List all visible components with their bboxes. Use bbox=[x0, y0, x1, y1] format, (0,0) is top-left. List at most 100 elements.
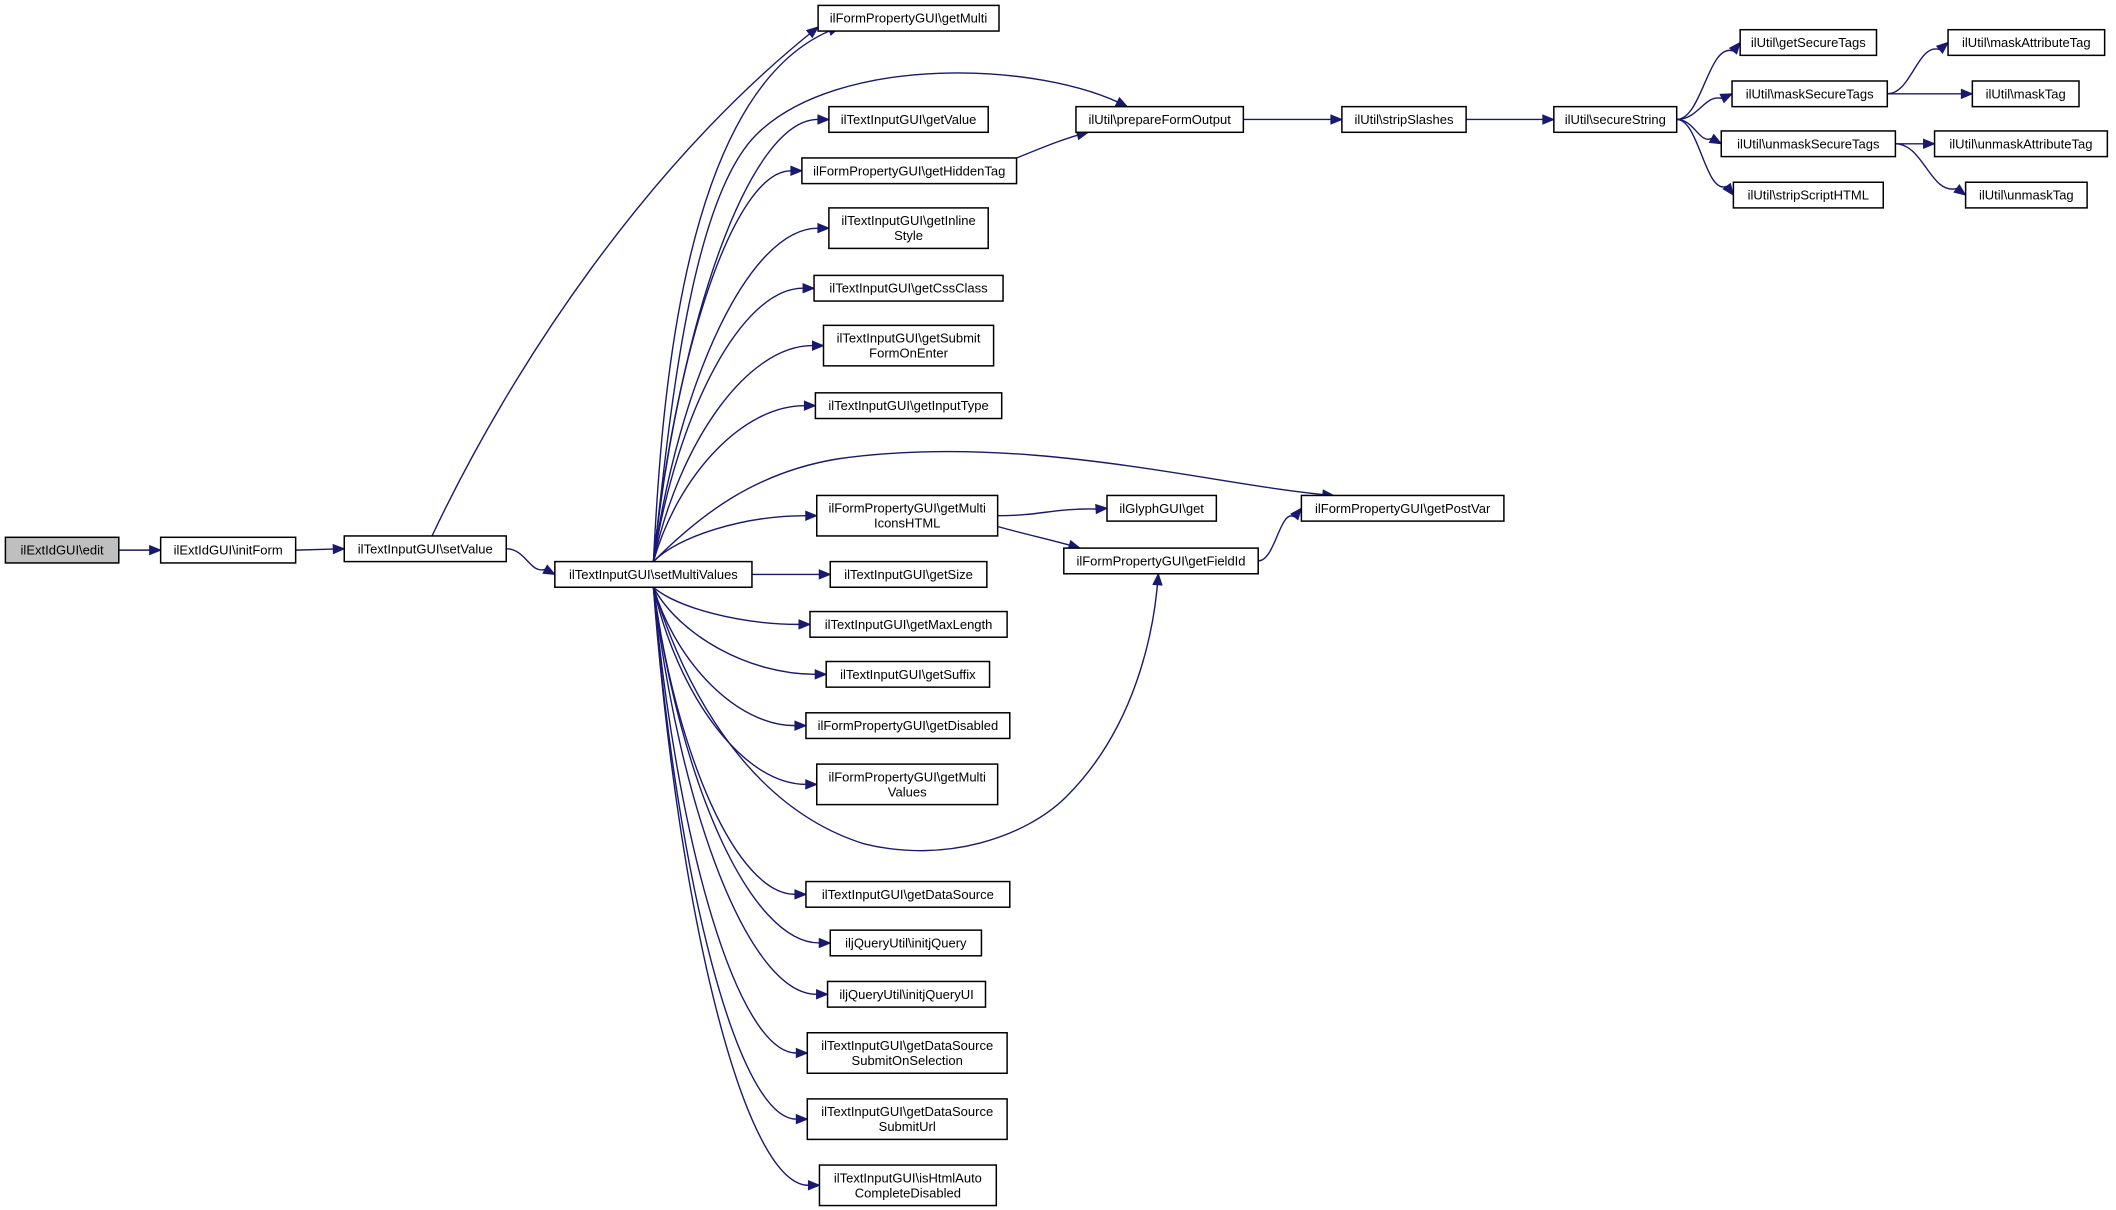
edge-line bbox=[1258, 515, 1295, 562]
node-box bbox=[1720, 130, 1897, 158]
node-label: ilTextInputGUI\getValue bbox=[841, 112, 977, 127]
edge-line bbox=[652, 227, 818, 562]
node-unmaskAttributeTag[interactable]: ilUtil\unmaskAttributeTag bbox=[1933, 130, 2109, 158]
node-unmaskSecureTags[interactable]: ilUtil\unmaskSecureTags bbox=[1720, 130, 1897, 158]
node-initjQueryUI[interactable]: iljQueryUtil\initjQueryUI bbox=[826, 980, 987, 1008]
node-getMaxLength[interactable]: ilTextInputGUI\getMaxLength bbox=[809, 610, 1008, 638]
edge-arrowhead bbox=[807, 1180, 821, 1191]
node-initjQuery[interactable]: iljQueryUtil\initjQuery bbox=[829, 929, 983, 957]
node-label: ilTextInputGUI\getCssClass bbox=[829, 281, 988, 296]
edge-arrowhead bbox=[795, 1047, 809, 1059]
node-getSize[interactable]: ilTextInputGUI\getSize bbox=[829, 560, 988, 588]
edge-setMultiValues-to-prepareFormOutput bbox=[652, 72, 1129, 562]
edge-line bbox=[652, 515, 806, 563]
node-getCssClass[interactable]: ilTextInputGUI\getCssClass bbox=[813, 274, 1004, 302]
edge-arrowhead bbox=[798, 619, 812, 630]
node-label: ilUtil\prepareFormOutput bbox=[1088, 112, 1231, 127]
node-label: SubmitOnSelection bbox=[852, 1053, 963, 1068]
node-setMultiValues[interactable]: ilTextInputGUI\setMultiValues bbox=[554, 560, 753, 588]
edge-setMultiValues-to-initjQueryUI bbox=[652, 587, 829, 1000]
node-glyphGet[interactable]: ilGlyphGUI\get bbox=[1106, 494, 1218, 522]
node-label: ilTextInputGUI\getMaxLength bbox=[825, 617, 993, 632]
node-isHtmlAutoCompleteDisabled[interactable]: ilTextInputGUI\isHtmlAutoCompleteDisable… bbox=[818, 1164, 998, 1207]
node-maskAttributeTag[interactable]: ilUtil\maskAttributeTag bbox=[1947, 28, 2106, 57]
edge-line bbox=[652, 72, 1128, 562]
node-label: ilTextInputGUI\isHtmlAuto bbox=[834, 1170, 982, 1185]
edge-arrowhead bbox=[818, 569, 832, 580]
node-getMulti[interactable]: ilFormPropertyGUI\getMulti bbox=[817, 4, 1000, 32]
edge-getHiddenTag-to-prepareFormOutput bbox=[1016, 130, 1090, 159]
edge-arrowhead bbox=[332, 543, 346, 555]
node-box bbox=[1341, 105, 1467, 134]
node-initForm[interactable]: ilExtIdGUI\initForm bbox=[159, 536, 297, 564]
edge-line bbox=[652, 587, 809, 1186]
edge-setMultiValues-to-getMulti bbox=[652, 26, 841, 562]
edge-line bbox=[652, 587, 817, 995]
edge-arrowhead bbox=[1708, 133, 1723, 145]
edge-line bbox=[652, 170, 791, 562]
node-stripScriptHTML[interactable]: ilUtil\stripScriptHTML bbox=[1732, 181, 1885, 209]
node-getPostVar[interactable]: ilFormPropertyGUI\getPostVar bbox=[1300, 494, 1505, 522]
node-stripSlashes[interactable]: ilUtil\stripSlashes bbox=[1341, 105, 1467, 134]
node-box bbox=[1971, 80, 2080, 108]
node-label: ilTextInputGUI\getSuffix bbox=[840, 667, 976, 682]
edge-setMultiValues-to-getDataSourceSubmitUrl bbox=[652, 587, 809, 1125]
node-box bbox=[829, 560, 988, 588]
edge-line bbox=[652, 586, 800, 626]
node-label: ilTextInputGUI\getInputType bbox=[828, 398, 988, 413]
edge-setMultiValues-to-getFieldId bbox=[652, 572, 1163, 852]
node-label: ilTextInputGUI\getSize bbox=[844, 567, 973, 582]
edge-stripSlashes-to-secureString bbox=[1466, 114, 1556, 125]
edge-line bbox=[1676, 97, 1723, 121]
node-box bbox=[829, 929, 983, 957]
edge-line bbox=[652, 587, 806, 786]
node-box bbox=[1964, 181, 2088, 209]
edge-arrowhead bbox=[818, 937, 832, 949]
edge-setMultiValues-to-isHtmlAutoCompleteDisabled bbox=[652, 587, 821, 1191]
edge-secureString-to-unmaskSecureTags bbox=[1676, 118, 1723, 145]
node-maskTag[interactable]: ilUtil\maskTag bbox=[1971, 80, 2080, 108]
edge-getMultiIconsHTML-to-glyphGet bbox=[997, 503, 1109, 517]
node-root[interactable]: ilExtIdGUI\edit bbox=[4, 536, 120, 564]
node-getSecureTags[interactable]: ilUtil\getSecureTags bbox=[1739, 28, 1878, 57]
node-box bbox=[1731, 80, 1889, 108]
node-getInputType[interactable]: ilTextInputGUI\getInputType bbox=[814, 392, 1003, 420]
node-prepareFormOutput[interactable]: ilUtil\prepareFormOutput bbox=[1075, 105, 1245, 134]
node-getFieldId[interactable]: ilFormPropertyGUI\getFieldId bbox=[1063, 547, 1259, 575]
edge-arrowhead bbox=[805, 26, 820, 39]
node-getValue[interactable]: ilTextInputGUI\getValue bbox=[828, 105, 989, 134]
edge-arrowhead bbox=[817, 114, 831, 125]
node-getDataSource[interactable]: ilTextInputGUI\getDataSource bbox=[805, 880, 1011, 908]
edge-line bbox=[652, 587, 820, 944]
edge-line bbox=[652, 586, 816, 676]
node-getDataSourceSubmitOnSelection[interactable]: ilTextInputGUI\getDataSourceSubmitOnSele… bbox=[806, 1032, 1008, 1074]
edge-secureString-to-getSecureTags bbox=[1676, 41, 1741, 121]
node-box bbox=[159, 536, 297, 564]
edge-arrowhead bbox=[1935, 41, 1950, 54]
node-unmaskTag[interactable]: ilUtil\unmaskTag bbox=[1964, 181, 2088, 209]
node-box bbox=[1732, 181, 1885, 209]
node-getSuffix[interactable]: ilTextInputGUI\getSuffix bbox=[825, 660, 991, 688]
node-box bbox=[1063, 547, 1259, 575]
edge-arrowhead bbox=[816, 989, 829, 1000]
node-getHiddenTag[interactable]: ilFormPropertyGUI\getHiddenTag bbox=[801, 157, 1018, 185]
edge-setMultiValues-to-getDisabled bbox=[652, 587, 808, 731]
edge-unmaskSecureTags-to-unmaskTag bbox=[1895, 143, 1967, 196]
node-box bbox=[825, 660, 991, 688]
edge-line bbox=[295, 548, 334, 551]
node-setValue[interactable]: ilTextInputGUI\setValue bbox=[343, 535, 507, 563]
node-maskSecureTags[interactable]: ilUtil\maskSecureTags bbox=[1731, 80, 1889, 108]
edge-arrowhead bbox=[1960, 88, 1974, 100]
node-secureString[interactable]: ilUtil\secureString bbox=[1553, 105, 1678, 134]
node-label: CompleteDisabled bbox=[855, 1185, 961, 1200]
edge-setMultiValues-to-getSubmitFormOnEnter bbox=[652, 340, 825, 562]
edge-arrowhead bbox=[1152, 572, 1163, 586]
node-getDisabled[interactable]: ilFormPropertyGUI\getDisabled bbox=[805, 712, 1011, 740]
edge-setMultiValues-to-getInputType bbox=[652, 400, 817, 562]
